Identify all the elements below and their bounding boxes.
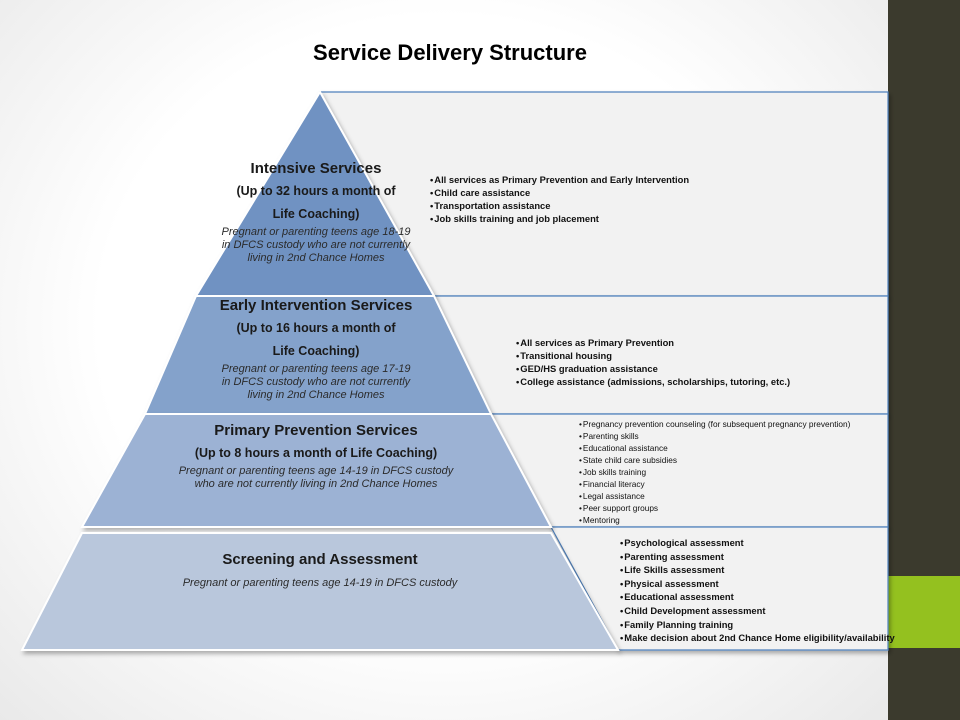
tier-4-label: Screening and Assessment Pregnant or par… [120, 549, 520, 590]
tier-2-service-item: Transitional housing [516, 349, 882, 362]
tier-3-heading: Primary Prevention Services [214, 422, 418, 439]
side-accent [888, 576, 960, 648]
tier-1-service-item: All services as Primary Prevention and E… [430, 173, 882, 186]
tier-4-service-item: Physical assessment [620, 577, 887, 591]
tier-1-population-3: living in 2nd Chance Homes [247, 252, 385, 264]
tier-1-service-item: Transportation assistance [430, 199, 882, 212]
tier-4-service-item: Make decision about 2nd Chance Home elig… [620, 631, 894, 645]
tier-3-service-item: Educational assistance [579, 442, 884, 454]
tier-2-subheading-2: Life Coaching) [272, 344, 360, 358]
tier-4-service-item: Child Development assessment [620, 604, 887, 618]
tier-4-population-1: Pregnant or parenting teens age 14-19 in… [182, 577, 458, 589]
tier-2-service-item: College assistance (admissions, scholars… [516, 375, 882, 388]
tier-1-population-2: in DFCS custody who are not currently [221, 239, 411, 251]
tier-3-service-item: Mentoring [579, 514, 884, 526]
tier-4-service-item: Life Skills assessment [620, 563, 887, 577]
tier-3-service-item: Job skills training [579, 466, 884, 478]
tier-4-service-item: Educational assessment [620, 590, 887, 604]
tier-3-population-2: who are not currently living in 2nd Chan… [194, 478, 438, 490]
tier-3-service-item: Legal assistance [579, 490, 884, 502]
tier-1-label: Intensive Services (Up to 32 hours a mon… [196, 158, 436, 265]
tier-3-service-item: Pregnancy prevention counseling (for sub… [579, 418, 884, 430]
tier-4-services: Psychological assessment Parenting asses… [620, 536, 894, 645]
tier-1-heading: Intensive Services [250, 160, 382, 177]
tier-4-service-item: Psychological assessment [620, 536, 887, 550]
tier-3-services: Pregnancy prevention counseling (for sub… [579, 418, 884, 526]
tier-3-service-item: Financial literacy [579, 478, 884, 490]
slide-title: Service Delivery Structure [313, 40, 587, 65]
tier-3-population-1: Pregnant or parenting teens age 14-19 in… [178, 465, 454, 477]
tier-2-label: Early Intervention Services (Up to 16 ho… [186, 295, 446, 402]
tier-4-heading: Screening and Assessment [222, 551, 418, 568]
tier-3-service-item: Peer support groups [579, 502, 884, 514]
tier-1-service-item: Child care assistance [430, 186, 882, 199]
tier-2-population-1: Pregnant or parenting teens age 17-19 [221, 363, 411, 375]
tier-1-services: All services as Primary Prevention and E… [430, 173, 882, 225]
tier-2-service-item: GED/HS graduation assistance [516, 362, 882, 375]
tier-4-service-item: Family Planning training [620, 618, 887, 632]
tier-1-population-1: Pregnant or parenting teens age 18-19 [221, 226, 411, 238]
tier-2-population-2: in DFCS custody who are not currently [221, 376, 411, 388]
tier-2-subheading-1: (Up to 16 hours a month of [236, 321, 396, 335]
tier-1-subheading-1: (Up to 32 hours a month of [236, 184, 396, 198]
tier-3-service-item: State child care subsidies [579, 454, 884, 466]
tier-3-subheading-1: (Up to 8 hours a month of Life Coaching) [194, 446, 438, 460]
tier-2-service-item: All services as Primary Prevention [516, 336, 882, 349]
tier-1-subheading-2: Life Coaching) [272, 207, 360, 221]
tier-4-shape [20, 532, 620, 651]
tier-4-service-item: Parenting assessment [620, 550, 887, 564]
tier-1-service-item: Job skills training and job placement [430, 212, 882, 225]
tier-3-label: Primary Prevention Services (Up to 8 hou… [146, 420, 486, 491]
tier-2-population-3: living in 2nd Chance Homes [247, 389, 385, 401]
tier-3-service-item: Parenting skills [579, 430, 884, 442]
tier-2-heading: Early Intervention Services [219, 297, 413, 314]
tier-3-shape [80, 413, 553, 528]
tier-2-services: All services as Primary Prevention Trans… [516, 336, 882, 388]
